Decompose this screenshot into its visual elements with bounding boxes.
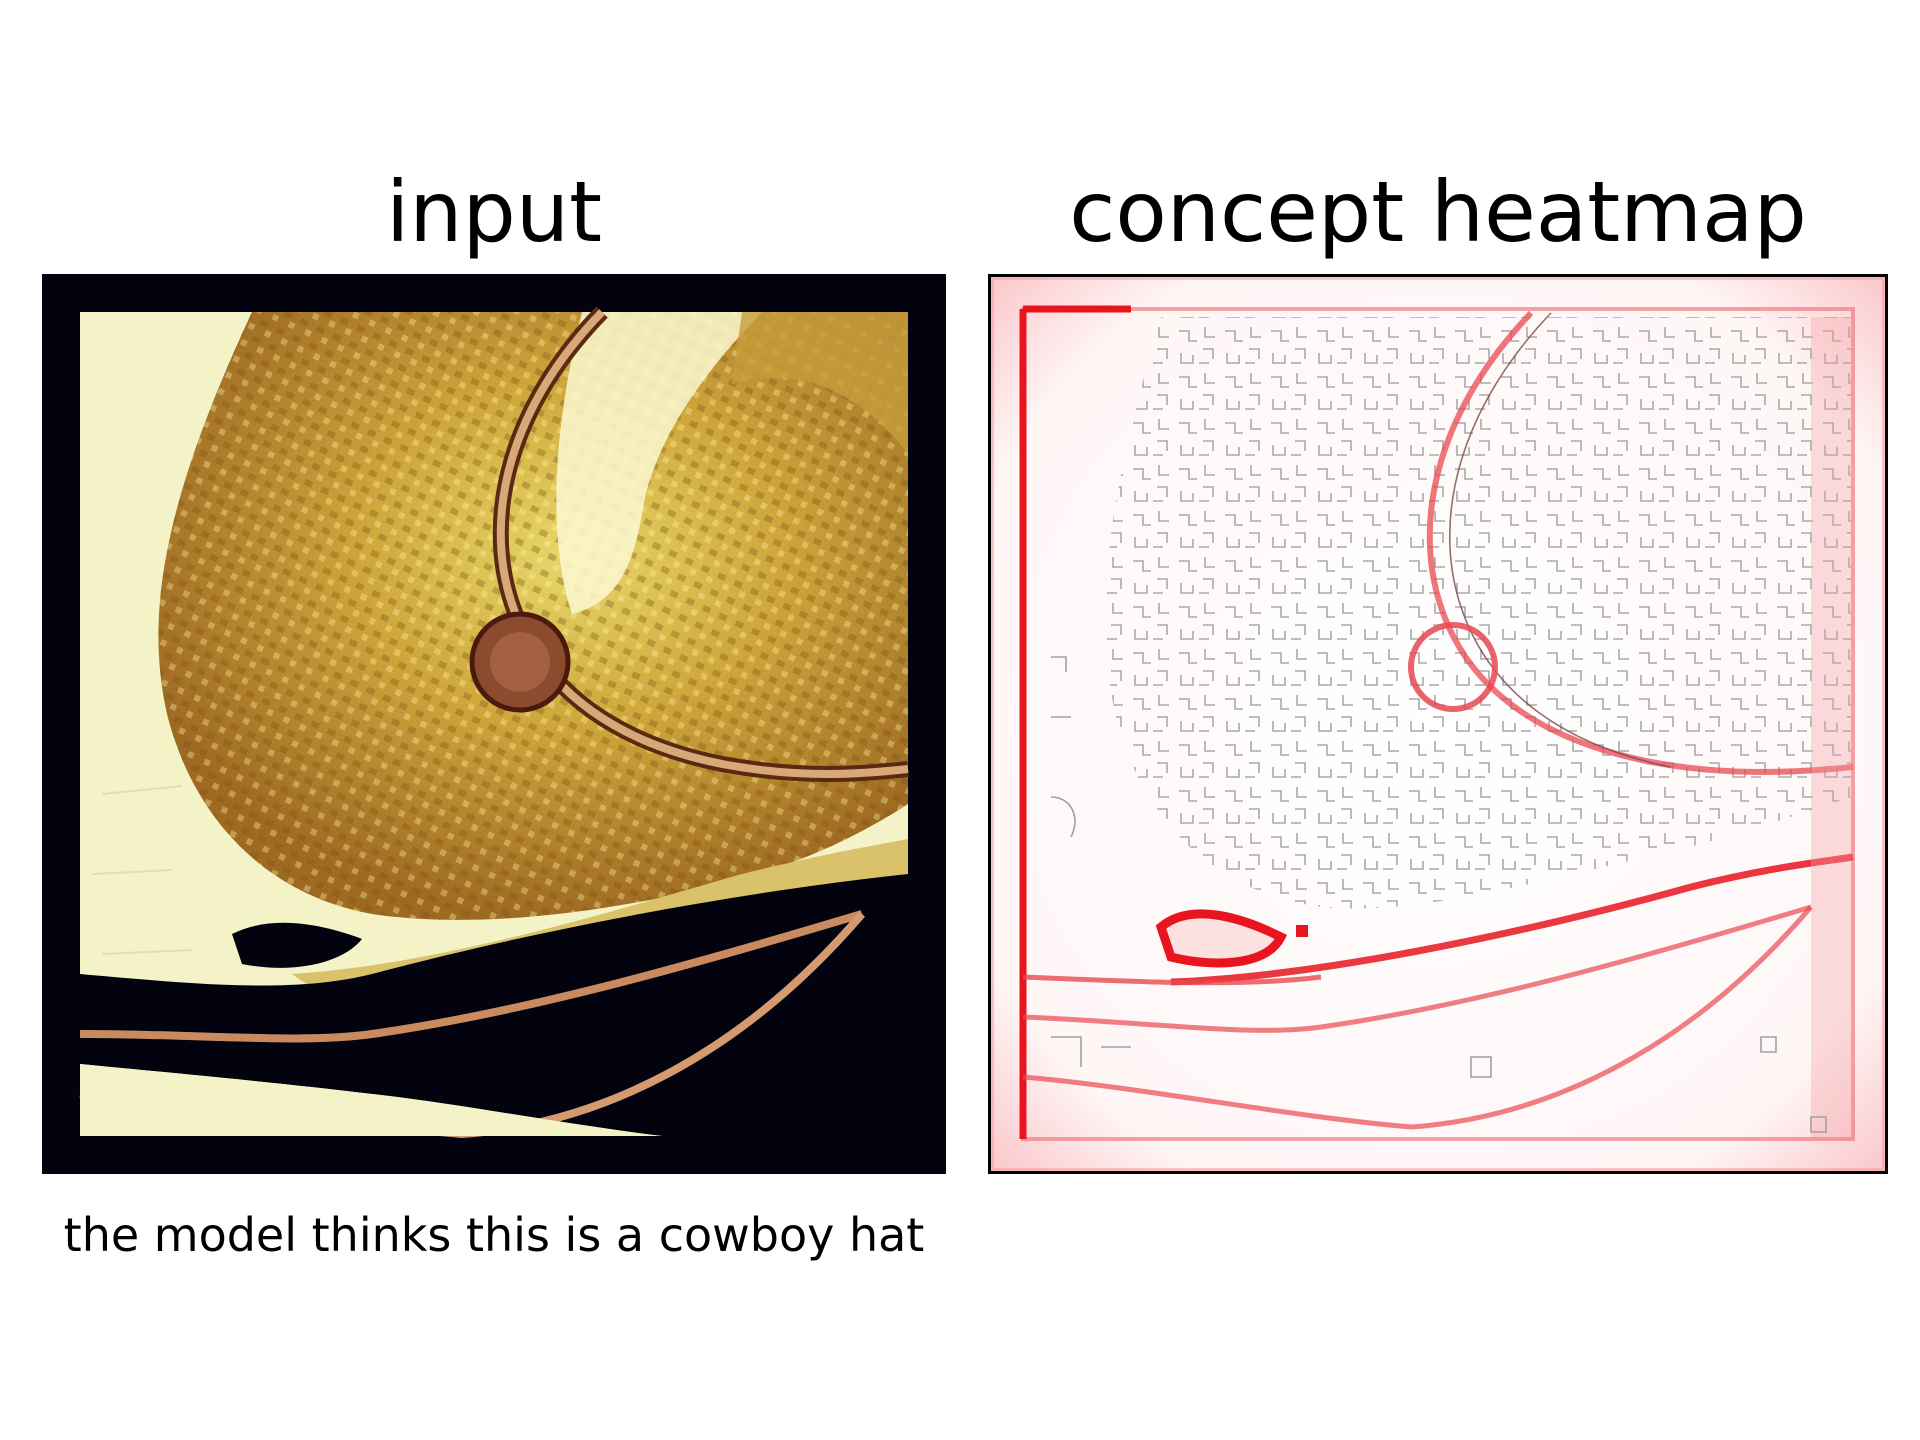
concept-heatmap-panel xyxy=(988,274,1888,1174)
input-hat-image xyxy=(79,306,909,1139)
input-panel-title: input xyxy=(385,163,603,261)
concept-heatmap-image xyxy=(991,277,1885,1171)
input-image-panel xyxy=(42,274,946,1174)
prediction-caption: the model thinks this is a cowboy hat xyxy=(63,1208,925,1262)
heatmap-panel-title: concept heatmap xyxy=(1069,163,1807,261)
